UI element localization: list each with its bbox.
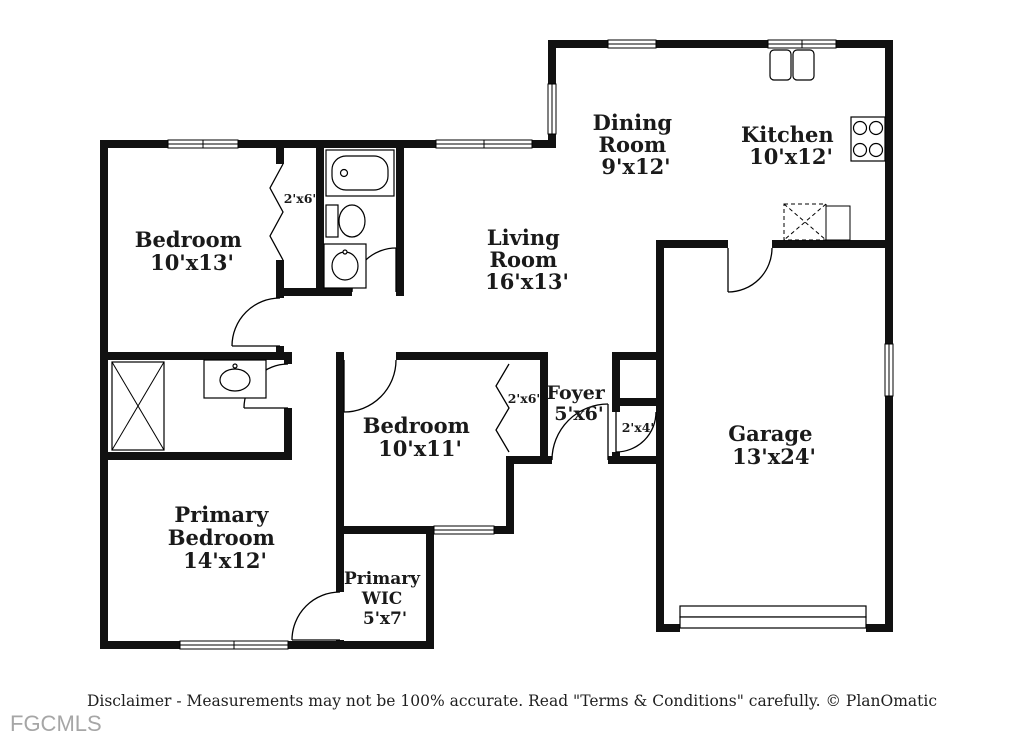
room-label-kitchen: Kitchen 10'x12' bbox=[741, 122, 841, 169]
kitchen-sink-basin bbox=[769, 49, 792, 81]
garage-door-panel bbox=[679, 605, 867, 618]
wall-segment bbox=[548, 40, 556, 84]
wall-segment bbox=[396, 352, 548, 360]
wall-segment bbox=[612, 352, 664, 360]
door-arc bbox=[615, 411, 657, 453]
wall-segment bbox=[276, 288, 324, 296]
windows bbox=[167, 39, 894, 650]
door-arc bbox=[291, 591, 341, 641]
wall-segment bbox=[316, 288, 352, 296]
room-label-bedroom-1: Bedroom 10'x13' bbox=[135, 227, 249, 275]
wall-segment bbox=[336, 352, 344, 592]
sink-faucet bbox=[342, 249, 348, 255]
wall-segment bbox=[548, 40, 893, 48]
bifold-door bbox=[495, 363, 510, 453]
shower-diagonal bbox=[111, 361, 165, 451]
stove-burner bbox=[868, 120, 884, 136]
room-label-foyer: Foyer 5'x6' bbox=[547, 382, 612, 425]
wall-segment bbox=[885, 40, 893, 632]
bathtub-drain bbox=[339, 168, 349, 178]
pantry-dashed-diagonal bbox=[783, 203, 827, 241]
door-arc bbox=[231, 297, 281, 347]
wall-segment bbox=[612, 452, 620, 464]
wall-segment bbox=[316, 140, 324, 296]
wall-segment bbox=[506, 456, 552, 464]
door-arc bbox=[343, 359, 397, 413]
room-label-dining-room: Dining Room 9'x12' bbox=[593, 110, 680, 179]
room-label-primary-wic: Primary WIC 5'x7' bbox=[344, 569, 426, 629]
room-label-garage: Garage 13'x24' bbox=[728, 421, 820, 469]
front-door-arc bbox=[551, 403, 609, 461]
kitchen-sink-basin bbox=[792, 49, 815, 81]
wall-segment bbox=[276, 140, 284, 164]
wall-segment bbox=[336, 526, 514, 534]
watermark-text: FGCMLS bbox=[10, 711, 102, 736]
pantry-dashed-diagonal bbox=[783, 203, 827, 241]
wall-segment bbox=[276, 346, 284, 360]
closet-label-bedroom-1: 2'x6' bbox=[284, 191, 317, 206]
door-arc bbox=[727, 247, 773, 293]
wall-segment bbox=[608, 456, 664, 464]
wall-segment bbox=[866, 624, 893, 632]
wall-segment bbox=[612, 352, 620, 412]
stove-burner bbox=[852, 120, 868, 136]
wall-segment bbox=[656, 624, 680, 632]
stove-burner bbox=[868, 142, 884, 158]
toilet-bowl bbox=[338, 204, 366, 238]
stove-burner bbox=[852, 142, 868, 158]
wall-segment bbox=[656, 240, 664, 632]
toilet-tank bbox=[325, 204, 339, 238]
closet-label-foyer: 2'x4' bbox=[622, 420, 655, 435]
wall-segment bbox=[276, 260, 284, 298]
wall-segment bbox=[336, 640, 344, 649]
wall-segment bbox=[664, 240, 728, 248]
fixtures bbox=[111, 49, 886, 629]
counter-box bbox=[825, 205, 851, 241]
wall-segment bbox=[772, 240, 885, 248]
wall-segment bbox=[540, 352, 548, 464]
bathtub-inner bbox=[331, 155, 389, 191]
closet-label-bedroom-2: 2'x6' bbox=[508, 391, 541, 406]
bifold-door bbox=[269, 163, 284, 261]
wall-segment bbox=[506, 456, 514, 534]
wall-segment bbox=[396, 140, 404, 296]
wall-segment bbox=[612, 398, 664, 406]
sink-basin bbox=[219, 368, 251, 392]
wall-segment bbox=[100, 140, 556, 148]
room-label-living-room: Living Room 16'x13' bbox=[485, 225, 569, 294]
wall-segment bbox=[284, 408, 292, 460]
wall-segment bbox=[284, 352, 292, 364]
doors bbox=[231, 163, 773, 641]
sink-basin bbox=[331, 251, 359, 281]
wall-segment bbox=[100, 352, 292, 360]
room-label-bedroom-2: Bedroom 10'x11' bbox=[363, 413, 477, 461]
wall-segment bbox=[426, 530, 434, 649]
wall-segment bbox=[100, 148, 108, 649]
sink-faucet bbox=[232, 363, 238, 369]
room-label-primary-bedroom: Primary Bedroom 14'x12' bbox=[168, 502, 282, 573]
disclaimer-text: Disclaimer - Measurements may not be 100… bbox=[87, 692, 937, 710]
garage-door-panel bbox=[679, 616, 867, 629]
room-labels: Bedroom 10'x13' Dining Room 9'x12' Kitch… bbox=[135, 110, 841, 629]
wall-segment bbox=[100, 452, 292, 460]
